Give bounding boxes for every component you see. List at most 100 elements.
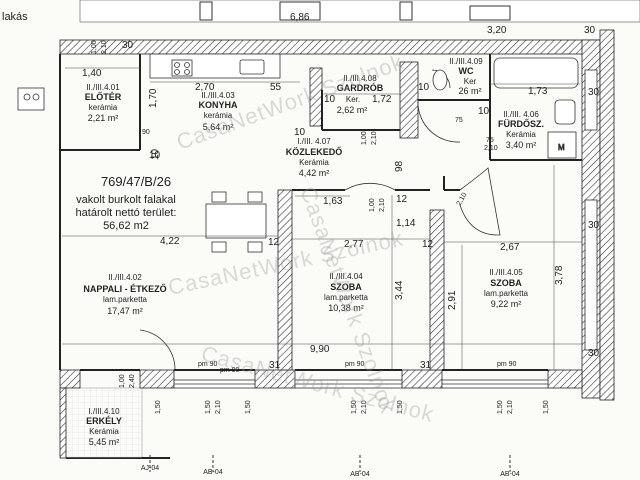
wall-bottom-a xyxy=(139,369,175,389)
dim-label: 1,70 xyxy=(148,88,159,108)
dim-label: 10 xyxy=(150,148,161,160)
room-id: II./III.4.09 xyxy=(449,57,483,66)
dim-label: 2,40 xyxy=(129,374,136,388)
dimension-lines xyxy=(62,67,582,370)
dim-label: 3,78 xyxy=(554,265,565,285)
room-name: ERKÉLY xyxy=(86,416,122,426)
dim-label: 10 xyxy=(324,94,336,105)
room-furdoszoba: II./III. 4.06 FÜRDŐSZ. Kerámia 3,40 m² xyxy=(498,110,544,150)
wall-top xyxy=(59,39,601,55)
room-area: 10,38 m² xyxy=(328,303,364,313)
room-name: NAPPALI - ÉTKEZŐ xyxy=(83,283,166,294)
dim-label: 6,86 xyxy=(290,12,310,23)
plot-note-1: vakolt burkolt falakal xyxy=(76,194,176,206)
room-name: FÜRDŐSZ. xyxy=(498,118,544,129)
room-id: II./III.4.05 xyxy=(489,268,523,277)
dim-label: 1,00 xyxy=(119,374,126,388)
room-area: 9,22 m² xyxy=(491,299,522,309)
dim-label: 2,10 xyxy=(484,145,498,152)
room-material: lam.parketta xyxy=(103,295,148,304)
room-material: lam.parketta xyxy=(484,289,529,298)
wall-right-outer xyxy=(599,29,615,401)
neighbour-strip: lakás xyxy=(2,0,640,23)
dim-label: 1,00 xyxy=(91,40,98,54)
dim-label: 1,73 xyxy=(528,86,548,97)
dim-label: 75 xyxy=(455,117,463,124)
fixtures: M xyxy=(17,53,579,459)
room-area: 17,47 m² xyxy=(107,306,143,316)
room-area: 2,21 m² xyxy=(88,113,119,123)
room-area: 26 m² xyxy=(458,86,481,96)
room-area: 2,62 m² xyxy=(337,105,368,115)
section-markers: AJ-04 AB-04 AB-04 AB-04 xyxy=(141,455,520,478)
dim-label: 30 xyxy=(588,87,600,98)
dim-label: 1,50 xyxy=(497,400,504,414)
dim-label: 12 xyxy=(422,239,434,250)
room-name: GARDRÓB xyxy=(337,82,384,93)
parapet-label: pm 90 xyxy=(220,367,240,374)
dim-label: 1,50 xyxy=(155,400,162,414)
dim-label: 2,10 xyxy=(456,192,469,207)
room-id: II./III.4.08 xyxy=(343,74,377,83)
parapet-labels: pm 90 pm 90 pm 90 pm 90 xyxy=(198,361,517,374)
dim-label: 4,22 xyxy=(160,236,180,247)
dim-label: 75 xyxy=(486,137,494,144)
wall-bottom-d xyxy=(547,369,583,389)
washbasin-icon xyxy=(554,99,576,125)
dim-label: 1,50 xyxy=(397,400,404,414)
dim-label: 12 xyxy=(396,194,408,205)
dining-table-icon xyxy=(205,203,267,239)
dim-label: 2,70 xyxy=(195,82,215,93)
room-name: KONYHA xyxy=(198,100,238,110)
dim-label: 12 xyxy=(268,237,280,248)
dim-label: 98 xyxy=(394,160,405,172)
dim-label: 2,10 xyxy=(101,40,108,54)
room-id: II./III.4.01 xyxy=(86,83,120,92)
dim-label: 30 xyxy=(584,25,596,36)
plot-number: 769/47/B/26 xyxy=(101,174,171,189)
dim-label: 30 xyxy=(588,348,600,359)
dim-label: 1,63 xyxy=(323,196,343,207)
parapet-label: pm 90 xyxy=(497,361,517,368)
room-material: kerámia xyxy=(204,111,233,120)
wall-room2-left xyxy=(429,209,445,371)
room-szoba-2: II./III.4.05 SZOBA lam.parketta 9,22 m² xyxy=(484,268,529,309)
dim-label: 30 xyxy=(122,40,134,51)
room-eloter: II./III.4.01 ELŐTÉR kerámia 2,21 m² xyxy=(85,83,122,123)
section-mark: AB-04 xyxy=(203,469,223,476)
room-material: Ker. xyxy=(346,95,360,104)
room-name: SZOBA xyxy=(330,282,362,292)
dim-label: 2,10 xyxy=(371,131,378,145)
room-material: kerámia xyxy=(89,103,118,112)
dim-label: 1,50 xyxy=(351,400,358,414)
room-nappali: II./III.4.02 NAPPALI - ÉTKEZŐ lam.parket… xyxy=(83,273,166,316)
room-material: Kerámia xyxy=(89,427,119,436)
room-material: Kerámia xyxy=(299,158,329,167)
fixture-m: M xyxy=(558,143,565,152)
room-id: I./III.4.10 xyxy=(88,407,120,416)
windows xyxy=(173,69,598,389)
dim-label: 1,72 xyxy=(372,94,392,105)
dim-label: 2,10 xyxy=(361,400,368,414)
room-material: Ker xyxy=(464,77,477,86)
room-area: 4,42 m² xyxy=(299,168,330,178)
dim-label: 1,50 xyxy=(245,400,252,414)
plot-info: 769/47/B/26 vakolt burkolt falakal határ… xyxy=(76,174,177,232)
header-fragment: lakás xyxy=(2,11,28,23)
room-name: SZOBA xyxy=(490,278,522,288)
dim-label: 3,20 xyxy=(487,25,507,36)
plot-note-2: határolt nettó terület: xyxy=(76,207,177,219)
room-id: II./III. 4.06 xyxy=(503,110,539,119)
wall-room1-left xyxy=(277,189,293,371)
room-szoba-1: II./III.4.04 SZOBA lam.parketta 10,38 m² xyxy=(324,272,369,313)
dim-label: 1,14 xyxy=(396,218,416,229)
machine-icon xyxy=(547,131,577,159)
room-name: KÖZLEKEDŐ xyxy=(286,146,343,157)
partitions xyxy=(59,54,582,459)
dim-label: 1,40 xyxy=(82,68,102,79)
room-id: I./III. 4.07 xyxy=(297,137,331,146)
room-name: ELŐTÉR xyxy=(85,91,122,102)
room-id: II./III.4.02 xyxy=(108,273,142,282)
room-erkely: I./III.4.10 ERKÉLY Kerámia 5,45 m² xyxy=(86,407,122,447)
